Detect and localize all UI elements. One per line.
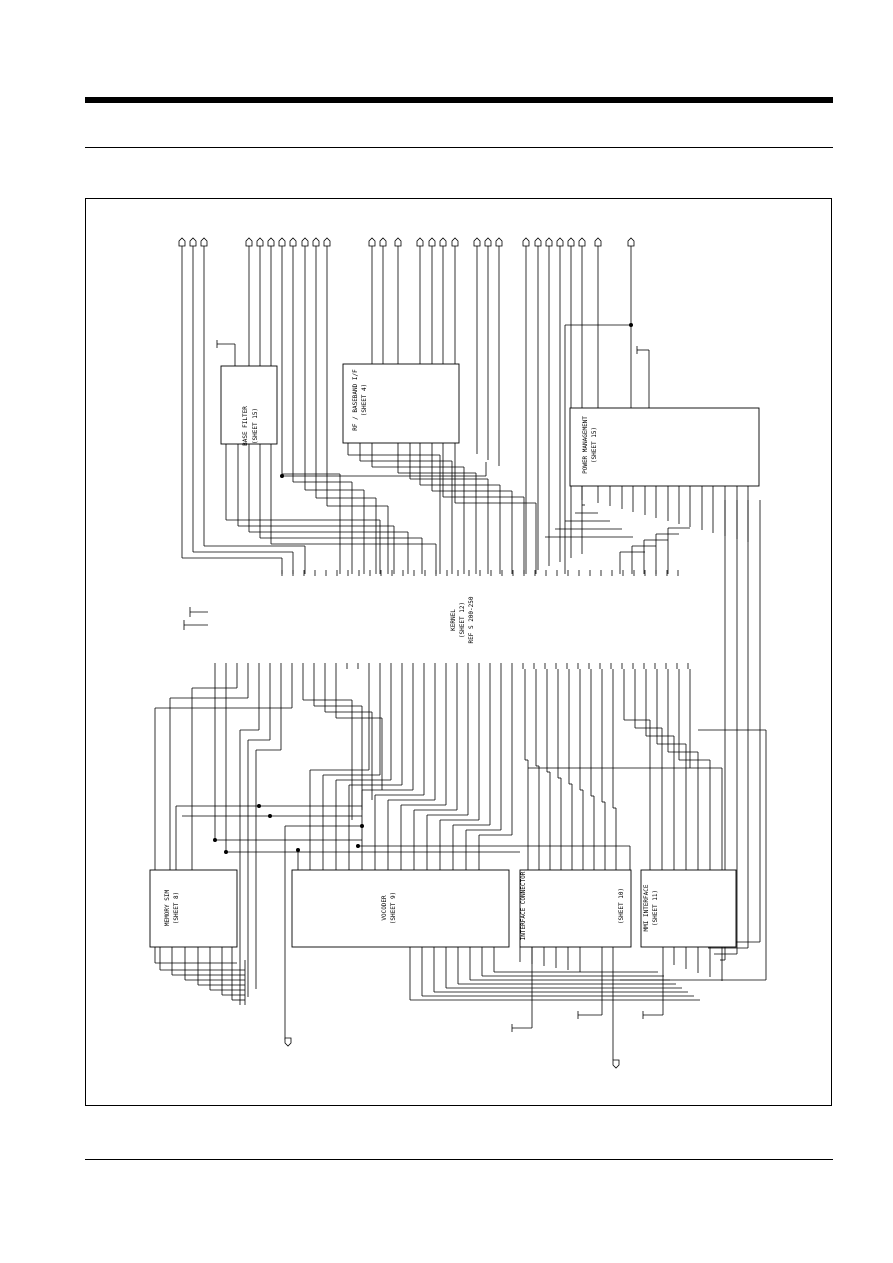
top-connector-icon (451, 237, 459, 247)
header-rule-thin (85, 147, 833, 148)
junction-dot (256, 804, 261, 809)
kernel-label-1: KERNEL (450, 609, 457, 631)
footer-rule (85, 1159, 833, 1160)
junction-dot (223, 850, 228, 855)
mmi-interface-label-2: (SHEET 11) (652, 890, 659, 926)
top-connector-icon (289, 237, 297, 247)
junction-dot (212, 838, 217, 843)
rf-baseband-block (342, 363, 460, 444)
schematic-frame (85, 198, 832, 1106)
top-connector-icon (312, 237, 320, 247)
power-management-block (569, 407, 760, 487)
interface-connector-block (519, 869, 632, 948)
interface-connector-label-1: INTERFACE CONNECTOR (520, 871, 527, 940)
top-connector-icon (567, 237, 575, 247)
top-connector-icon (278, 237, 286, 247)
baseband-filter-block (220, 365, 278, 445)
interface-connector-label-2: (SHEET 10) (618, 888, 625, 924)
top-connector-icon (439, 237, 447, 247)
memory-sim-label-1: MEMORY SIM (164, 890, 171, 927)
junction-dot (267, 814, 272, 819)
vocoder-block (291, 869, 510, 948)
header-rule-thick (85, 97, 833, 103)
bottom-connector-icon (284, 1037, 292, 1047)
top-connector-icon (323, 237, 331, 247)
top-connector-icon (200, 237, 208, 247)
mmi-interface-block (640, 869, 737, 948)
top-connector-icon (416, 237, 424, 247)
rf-baseband-label-1: RF / BASEBAND I/F (352, 369, 359, 431)
top-connector-icon (594, 237, 602, 247)
top-connector-icon (368, 237, 376, 247)
baseband-filter-label-1: BASE FILTER (242, 406, 249, 446)
memory-sim-block (149, 869, 238, 948)
memory-sim-label-2: (SHEET 8) (173, 892, 180, 925)
top-connector-icon (245, 237, 253, 247)
top-connector-icon (379, 237, 387, 247)
top-connector-icon (578, 237, 586, 247)
junction-dot (295, 848, 300, 853)
junction-dot (629, 322, 634, 327)
top-connector-icon (495, 237, 503, 247)
top-connector-icon (484, 237, 492, 247)
bottom-connector-icon (612, 1059, 620, 1069)
vocoder-label-2: (SHEET 9) (390, 892, 397, 925)
junction-dot (279, 473, 284, 478)
top-connector-icon (545, 237, 553, 247)
top-connector-icon (522, 237, 530, 247)
top-connector-icon (178, 237, 186, 247)
top-connector-icon (556, 237, 564, 247)
top-connector-icon (473, 237, 481, 247)
power-management-label-1: POWER MANAGEMENT (582, 416, 589, 474)
power-management-label-2: (SHEET 15) (591, 427, 598, 463)
baseband-filter-label-2: (SHEET 15) (252, 408, 259, 444)
kernel-label-2: (SHEET 12) (459, 602, 466, 638)
kernel-label-3: REF S 200-250 (468, 596, 475, 643)
top-connector-icon (428, 237, 436, 247)
top-connector-icon (189, 237, 197, 247)
top-connector-icon (267, 237, 275, 247)
mmi-interface-label-1: MMI INTERFACE (643, 884, 650, 931)
junction-dot (359, 824, 364, 829)
top-connector-icon (534, 237, 542, 247)
top-connector-icon (627, 237, 635, 247)
top-connector-icon (301, 237, 309, 247)
top-connector-icon (394, 237, 402, 247)
vocoder-label-1: VOCODER (381, 895, 388, 921)
rf-baseband-label-2: (SHEET 4) (361, 384, 368, 417)
top-connector-icon (256, 237, 264, 247)
junction-dot (355, 844, 360, 849)
